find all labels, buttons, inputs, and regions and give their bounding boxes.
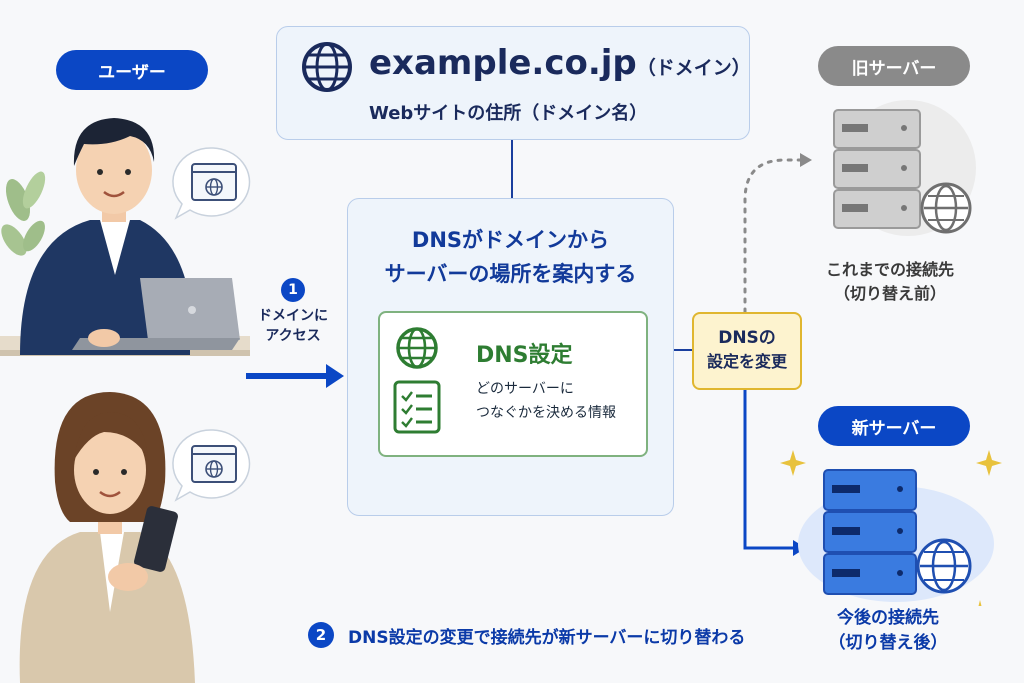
domain-subtitle: Webサイトの住所（ドメイン名）	[369, 103, 648, 124]
dns-change-box: DNSの 設定を変更	[692, 312, 802, 390]
users-label: ユーザー	[56, 50, 208, 90]
old-server-label: 旧サーバー	[818, 46, 970, 86]
dns-settings-desc: どのサーバーに つなぐかを決める情報	[476, 381, 616, 421]
dns-box: DNSがドメインから サーバーの場所を案内する DNS設定 どのサーバーに つな…	[347, 198, 674, 516]
domain-title: example.co.jp（ドメイン）	[369, 43, 751, 83]
browser-bubble-icon	[172, 147, 251, 220]
man-user-illustration	[0, 118, 250, 356]
old-server-icon	[833, 100, 976, 236]
woman-user-illustration	[19, 392, 196, 683]
sparkle-icon	[780, 450, 806, 476]
step-2-badge: 2	[308, 622, 334, 648]
new-server-label: 新サーバー	[818, 406, 970, 446]
browser-bubble-icon	[172, 429, 251, 502]
domain-box: example.co.jp（ドメイン） Webサイトの住所（ドメイン名）	[276, 26, 751, 140]
access-label-line1: ドメインに	[258, 308, 328, 324]
footer-text: DNS設定の変更で接続先が新サーバーに切り替わる	[348, 627, 746, 648]
sparkle-icon	[976, 450, 1002, 476]
step-1-badge: 1	[281, 278, 305, 302]
access-step: 1 ドメインに アクセス	[250, 278, 336, 346]
old-server-caption: これまでの接続先 （切り替え前）	[825, 260, 954, 303]
new-server-caption: 今後の接続先 （切り替え後）	[828, 608, 948, 653]
access-label-line2: アクセス	[265, 328, 321, 344]
globe-icon	[396, 327, 438, 369]
checklist-icon	[393, 380, 441, 434]
new-server-icon	[780, 450, 1002, 606]
sparkle-icon	[978, 600, 982, 606]
dns-settings-card: DNS設定 どのサーバーに つなぐかを決める情報	[378, 311, 648, 457]
globe-icon	[302, 42, 352, 92]
dns-settings-title: DNS設定	[476, 343, 573, 368]
plant-icon	[1, 171, 46, 256]
footer-caption: 2 DNS設定の変更で接続先が新サーバーに切り替わる	[308, 622, 745, 648]
dns-heading: DNSがドメインから サーバーの場所を案内する	[384, 228, 637, 286]
